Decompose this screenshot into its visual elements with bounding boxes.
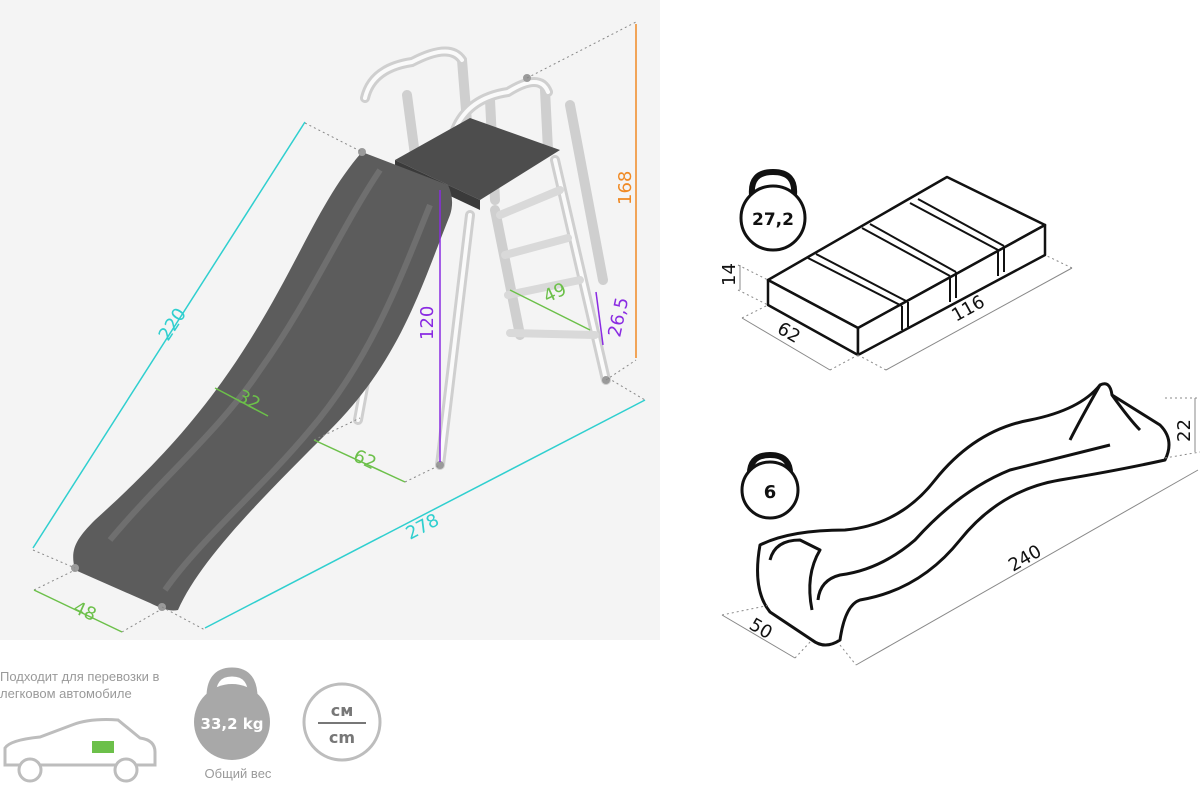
- units-bottom: cm: [329, 728, 355, 747]
- cargo-box: [92, 741, 114, 753]
- slide-illustration: [71, 46, 611, 611]
- step-width-line: [509, 289, 591, 331]
- package-box: [766, 175, 1047, 357]
- label-slide-part-height: 22: [1174, 419, 1195, 442]
- inner-width-line: [214, 387, 269, 417]
- platform-depth-line: [313, 439, 406, 483]
- ladder-steps: [496, 186, 599, 339]
- car-icon: [3, 718, 157, 783]
- slide-length-line: [32, 121, 306, 549]
- label-total-height: 168: [615, 171, 636, 205]
- kettlebell-icon: [739, 168, 807, 252]
- package-weight: 27,2: [752, 210, 794, 230]
- units-icon: [302, 682, 382, 762]
- total-length-line: [204, 399, 646, 629]
- units-top: см: [331, 701, 354, 720]
- label-slide-part-length: 240: [1005, 541, 1045, 576]
- slide-part-dimension-lines: [721, 397, 1200, 666]
- kettlebell-icon: [740, 451, 800, 520]
- extension-lines: [32, 21, 646, 633]
- total-weight-kettlebell-icon: [194, 667, 270, 760]
- step-spacing-line: [595, 291, 604, 346]
- label-platform-depth: 62: [350, 445, 380, 474]
- slide-part-weight: 6: [764, 482, 777, 503]
- label-package-height: 14: [719, 263, 740, 286]
- slide-part-outline: [756, 382, 1171, 647]
- label-step-spacing: 26,5: [604, 295, 633, 339]
- label-total-length: 278: [402, 510, 442, 545]
- car-caption: Подходит для перевозки в легковом автомо…: [0, 669, 160, 701]
- slide-body: [73, 152, 453, 611]
- total-weight: 33,2 kg: [201, 715, 264, 733]
- slide-end-width-line: [33, 589, 123, 633]
- label-platform-height: 120: [417, 306, 438, 340]
- total-weight-caption: Общий вес: [204, 766, 272, 781]
- package-dimension-lines: [737, 254, 1073, 371]
- label-slide-part-width: 50: [746, 614, 776, 644]
- label-slide-end-width: 48: [70, 597, 99, 626]
- platform: [395, 118, 560, 200]
- dimension-lines: [32, 24, 646, 633]
